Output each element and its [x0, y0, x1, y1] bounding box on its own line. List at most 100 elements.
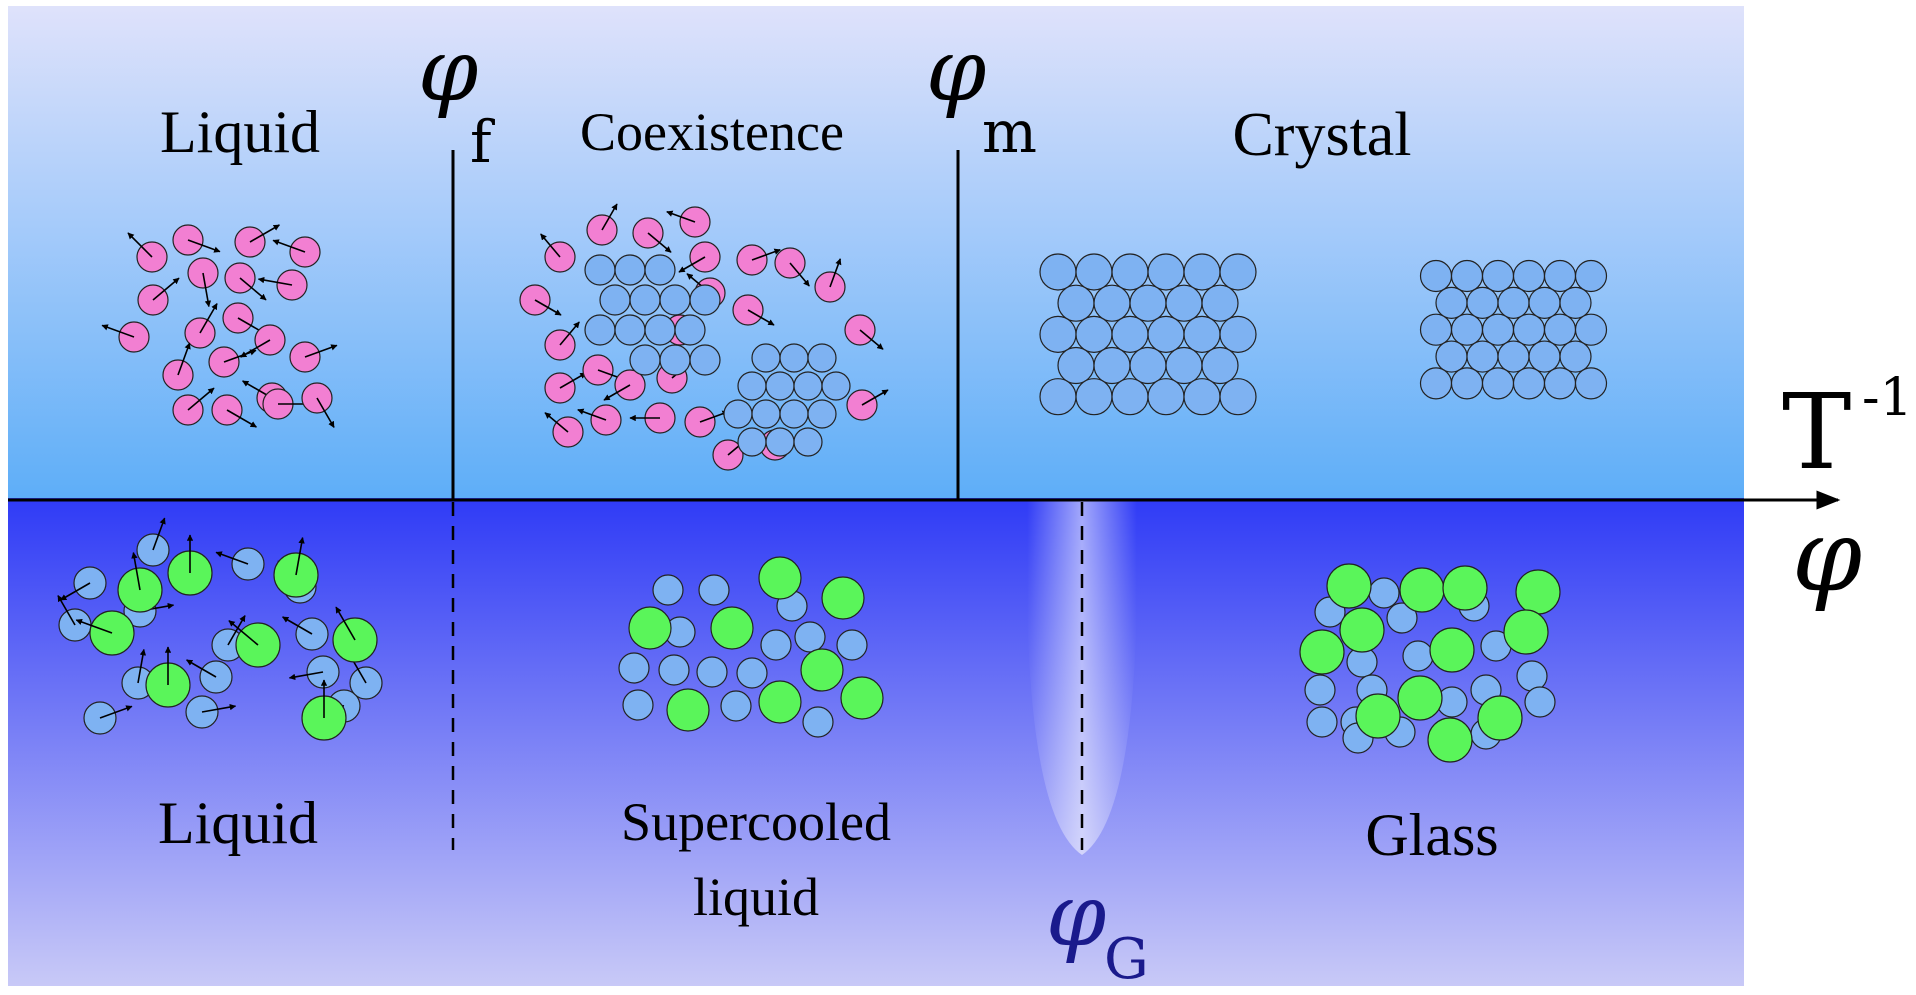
coexistence-crystal-particle — [689, 284, 721, 316]
crystal-particle — [1075, 253, 1113, 291]
velocity-arrow — [137, 648, 147, 684]
velocity-arrow — [199, 303, 218, 334]
velocity-arrow — [187, 239, 221, 253]
large-particle — [1339, 607, 1385, 653]
crystal-particle — [1481, 259, 1515, 293]
crystal-particle — [1147, 378, 1185, 416]
velocity-arrow — [101, 324, 135, 338]
coexistence-crystal-particle — [629, 284, 661, 316]
velocity-arrow — [295, 536, 305, 576]
velocity-arrow — [215, 551, 249, 565]
small-particle — [836, 629, 868, 661]
phi-G-subscript: G — [1104, 927, 1149, 990]
phi-m-subscript: m — [982, 98, 1037, 166]
crystal-particle — [1435, 340, 1468, 373]
coexistence-crystal-particle — [674, 314, 706, 346]
coexistence-crystal-particle — [807, 343, 837, 373]
crystal-particle — [1466, 340, 1499, 373]
large-particle — [1429, 627, 1475, 673]
crystal-lattice-1 — [1039, 253, 1257, 416]
crystal-particle — [1512, 367, 1546, 400]
small-particle — [1306, 706, 1338, 738]
coexistence-crystal-particle — [659, 284, 691, 316]
velocity-arrow — [647, 232, 672, 253]
coexistence-crystal-particle — [737, 371, 767, 401]
coexistence-crystal-particle — [807, 399, 837, 429]
large-particle — [1399, 567, 1445, 613]
crystal-particle — [1129, 346, 1167, 385]
crystal-particle — [1075, 378, 1113, 416]
crystal-particle — [1219, 315, 1257, 353]
crystal-particle — [1435, 286, 1468, 319]
velocity-arrow — [282, 616, 313, 635]
coexistence-crystal-particle — [614, 314, 646, 346]
velocity-arrow — [201, 703, 237, 713]
crystal-particle — [1111, 253, 1149, 291]
velocity-arrow — [861, 389, 889, 406]
crystal-particle — [1057, 346, 1095, 385]
crystal-particle — [1039, 378, 1077, 416]
coexistence-crystal-particle — [737, 427, 767, 457]
coexistence-crystal-particle — [599, 284, 631, 316]
small-particle — [652, 574, 684, 606]
velocity-arrow — [127, 232, 153, 258]
crystal-particle — [1129, 284, 1167, 322]
large-particle — [1477, 695, 1523, 741]
velocity-arrow — [257, 276, 293, 286]
velocity-arrow — [60, 582, 91, 601]
velocity-arrow — [152, 277, 180, 301]
coexistence-particles — [519, 203, 889, 471]
crystal-particle — [1450, 367, 1484, 400]
small-particle — [698, 574, 730, 606]
coexistence-crystal-particle — [584, 314, 616, 346]
crystal-particle — [1039, 253, 1077, 291]
phi-m-symbol: φ — [926, 21, 986, 121]
small-particle — [736, 657, 768, 689]
velocity-arrow — [666, 210, 696, 223]
label-liquid-top: Liquid — [160, 99, 320, 165]
velocity-arrow — [603, 384, 631, 401]
small-particle — [1304, 674, 1336, 706]
crystal-particle — [1559, 286, 1592, 319]
label-coexistence: Coexistence — [580, 102, 844, 162]
velocity-arrow — [540, 233, 561, 258]
velocity-arrow — [288, 671, 324, 681]
coexistence-crystal-particle — [689, 344, 721, 376]
small-particle — [1516, 660, 1548, 692]
crystal-particle — [1450, 313, 1484, 346]
velocity-arrow — [99, 705, 133, 719]
velocity-arrow — [249, 224, 280, 243]
glass-particles — [1299, 563, 1561, 763]
crystal-particle — [1466, 286, 1499, 319]
crystal-particle — [1075, 315, 1113, 353]
small-particle — [794, 621, 826, 653]
large-particle — [710, 606, 754, 650]
large-particle — [1503, 609, 1549, 655]
crystal-particle — [1419, 313, 1453, 346]
crystal-particle — [1183, 315, 1221, 353]
coexistence-crystal-particle — [779, 399, 809, 429]
crystal-particle — [1543, 367, 1577, 400]
coexistence-crystal-particle — [779, 343, 809, 373]
coexistence-crystal-particle — [751, 399, 781, 429]
crystal-particle — [1528, 340, 1561, 373]
supercooled-particles — [618, 556, 884, 738]
crystal-particle — [1559, 340, 1592, 373]
velocity-arrow — [186, 659, 217, 678]
velocity-arrow — [559, 372, 587, 389]
velocity-arrow — [187, 387, 215, 411]
crystal-particle — [1512, 313, 1546, 346]
small-particle — [1386, 602, 1418, 634]
coexistence-crystal-particle — [765, 427, 795, 457]
velocity-arrow — [223, 349, 257, 363]
coexistence-crystal-particle — [644, 254, 676, 286]
crystal-particle — [1111, 378, 1149, 416]
coexistence-crystal-particle — [751, 343, 781, 373]
small-particle — [1368, 577, 1400, 609]
small-particle — [802, 706, 834, 738]
crystal-particle — [1450, 259, 1484, 293]
velocity-arrow — [57, 595, 76, 626]
velocity-arrow — [534, 299, 562, 316]
